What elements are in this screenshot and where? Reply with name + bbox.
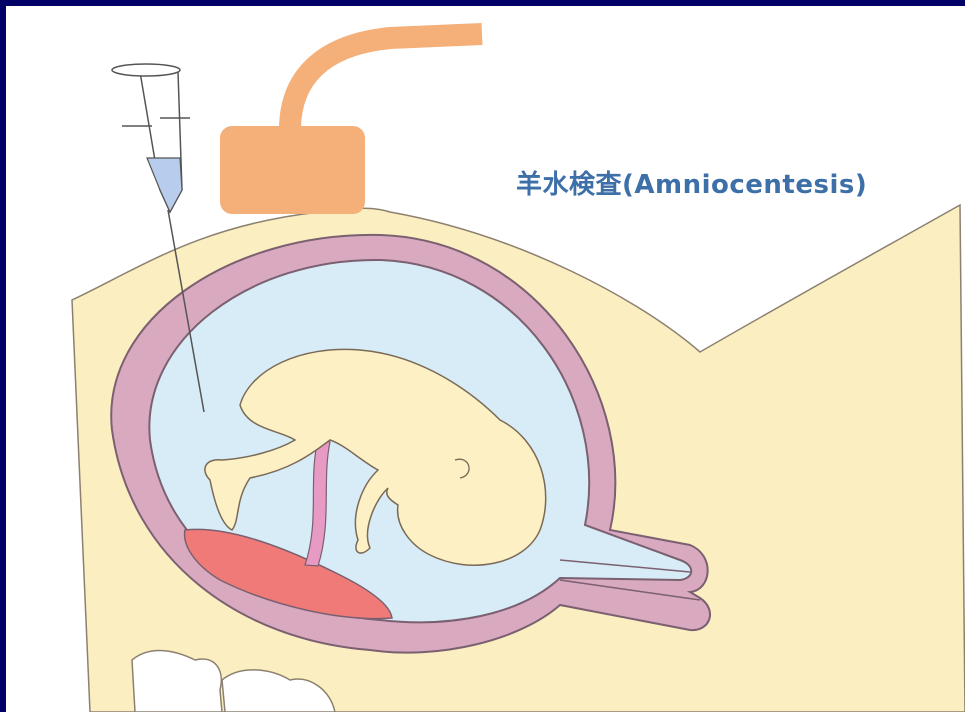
- diagram-title: 羊水検査(Amniocentesis): [516, 164, 867, 201]
- ultrasound-cable: [290, 34, 482, 130]
- pelvic-bone-left: [132, 651, 222, 712]
- diagram-panel: 羊水検査(Amniocentesis): [6, 6, 965, 712]
- syringe-fluid: [147, 158, 182, 212]
- syringe-plunger-cap: [112, 64, 180, 76]
- amniocentesis-illustration: [6, 6, 965, 712]
- ultrasound-probe: [220, 126, 365, 214]
